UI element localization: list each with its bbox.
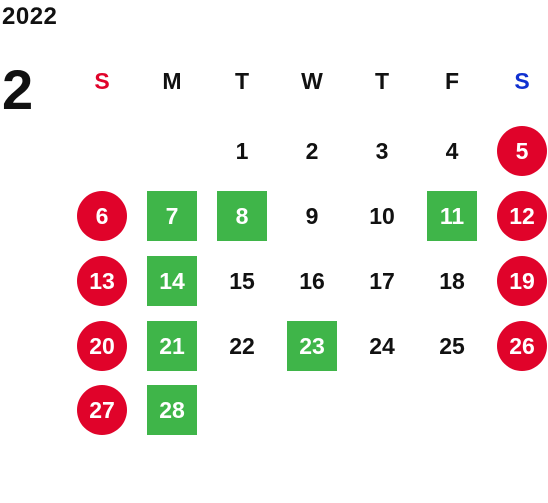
day-cell[interactable]: 3 [375,137,389,164]
year-label: 2022 [2,3,58,30]
day-cell[interactable]: 16 [299,267,325,294]
day-cell[interactable]: 27 [77,385,127,435]
weekday-header: M [162,68,182,94]
day-cell[interactable]: 23 [287,321,337,371]
day-cell[interactable]: 28 [147,385,197,435]
day-cell[interactable]: 12 [497,191,547,241]
day-cell[interactable]: 8 [217,191,267,241]
weekday-header: T [374,68,390,94]
day-cell[interactable]: 6 [77,191,127,241]
weekday-header: W [301,68,323,94]
day-cell[interactable]: 1 [235,137,249,164]
weekday-header: S [94,68,110,94]
day-cell[interactable]: 2 [305,137,319,164]
month-number: 2 [2,58,34,121]
day-cell[interactable]: 25 [439,332,465,359]
day-cell[interactable]: 13 [77,256,127,306]
day-cell[interactable]: 24 [369,332,395,359]
day-cell[interactable]: 5 [497,126,547,176]
day-cell[interactable]: 15 [229,267,255,294]
day-cell[interactable]: 20 [77,321,127,371]
day-cell[interactable]: 19 [497,256,547,306]
day-cell[interactable]: 26 [497,321,547,371]
day-cell[interactable]: 4 [445,137,459,164]
day-cell[interactable]: 17 [369,267,395,294]
weekday-header: F [444,68,460,94]
day-cell[interactable]: 21 [147,321,197,371]
day-cell[interactable]: 18 [439,267,465,294]
weekday-header: S [514,68,530,94]
day-cell[interactable]: 10 [369,202,395,229]
day-cell[interactable]: 7 [147,191,197,241]
day-cell[interactable]: 22 [229,332,255,359]
day-cell[interactable]: 11 [427,191,477,241]
weekday-header: T [234,68,250,94]
day-cell[interactable]: 14 [147,256,197,306]
day-cell[interactable]: 9 [305,202,319,229]
